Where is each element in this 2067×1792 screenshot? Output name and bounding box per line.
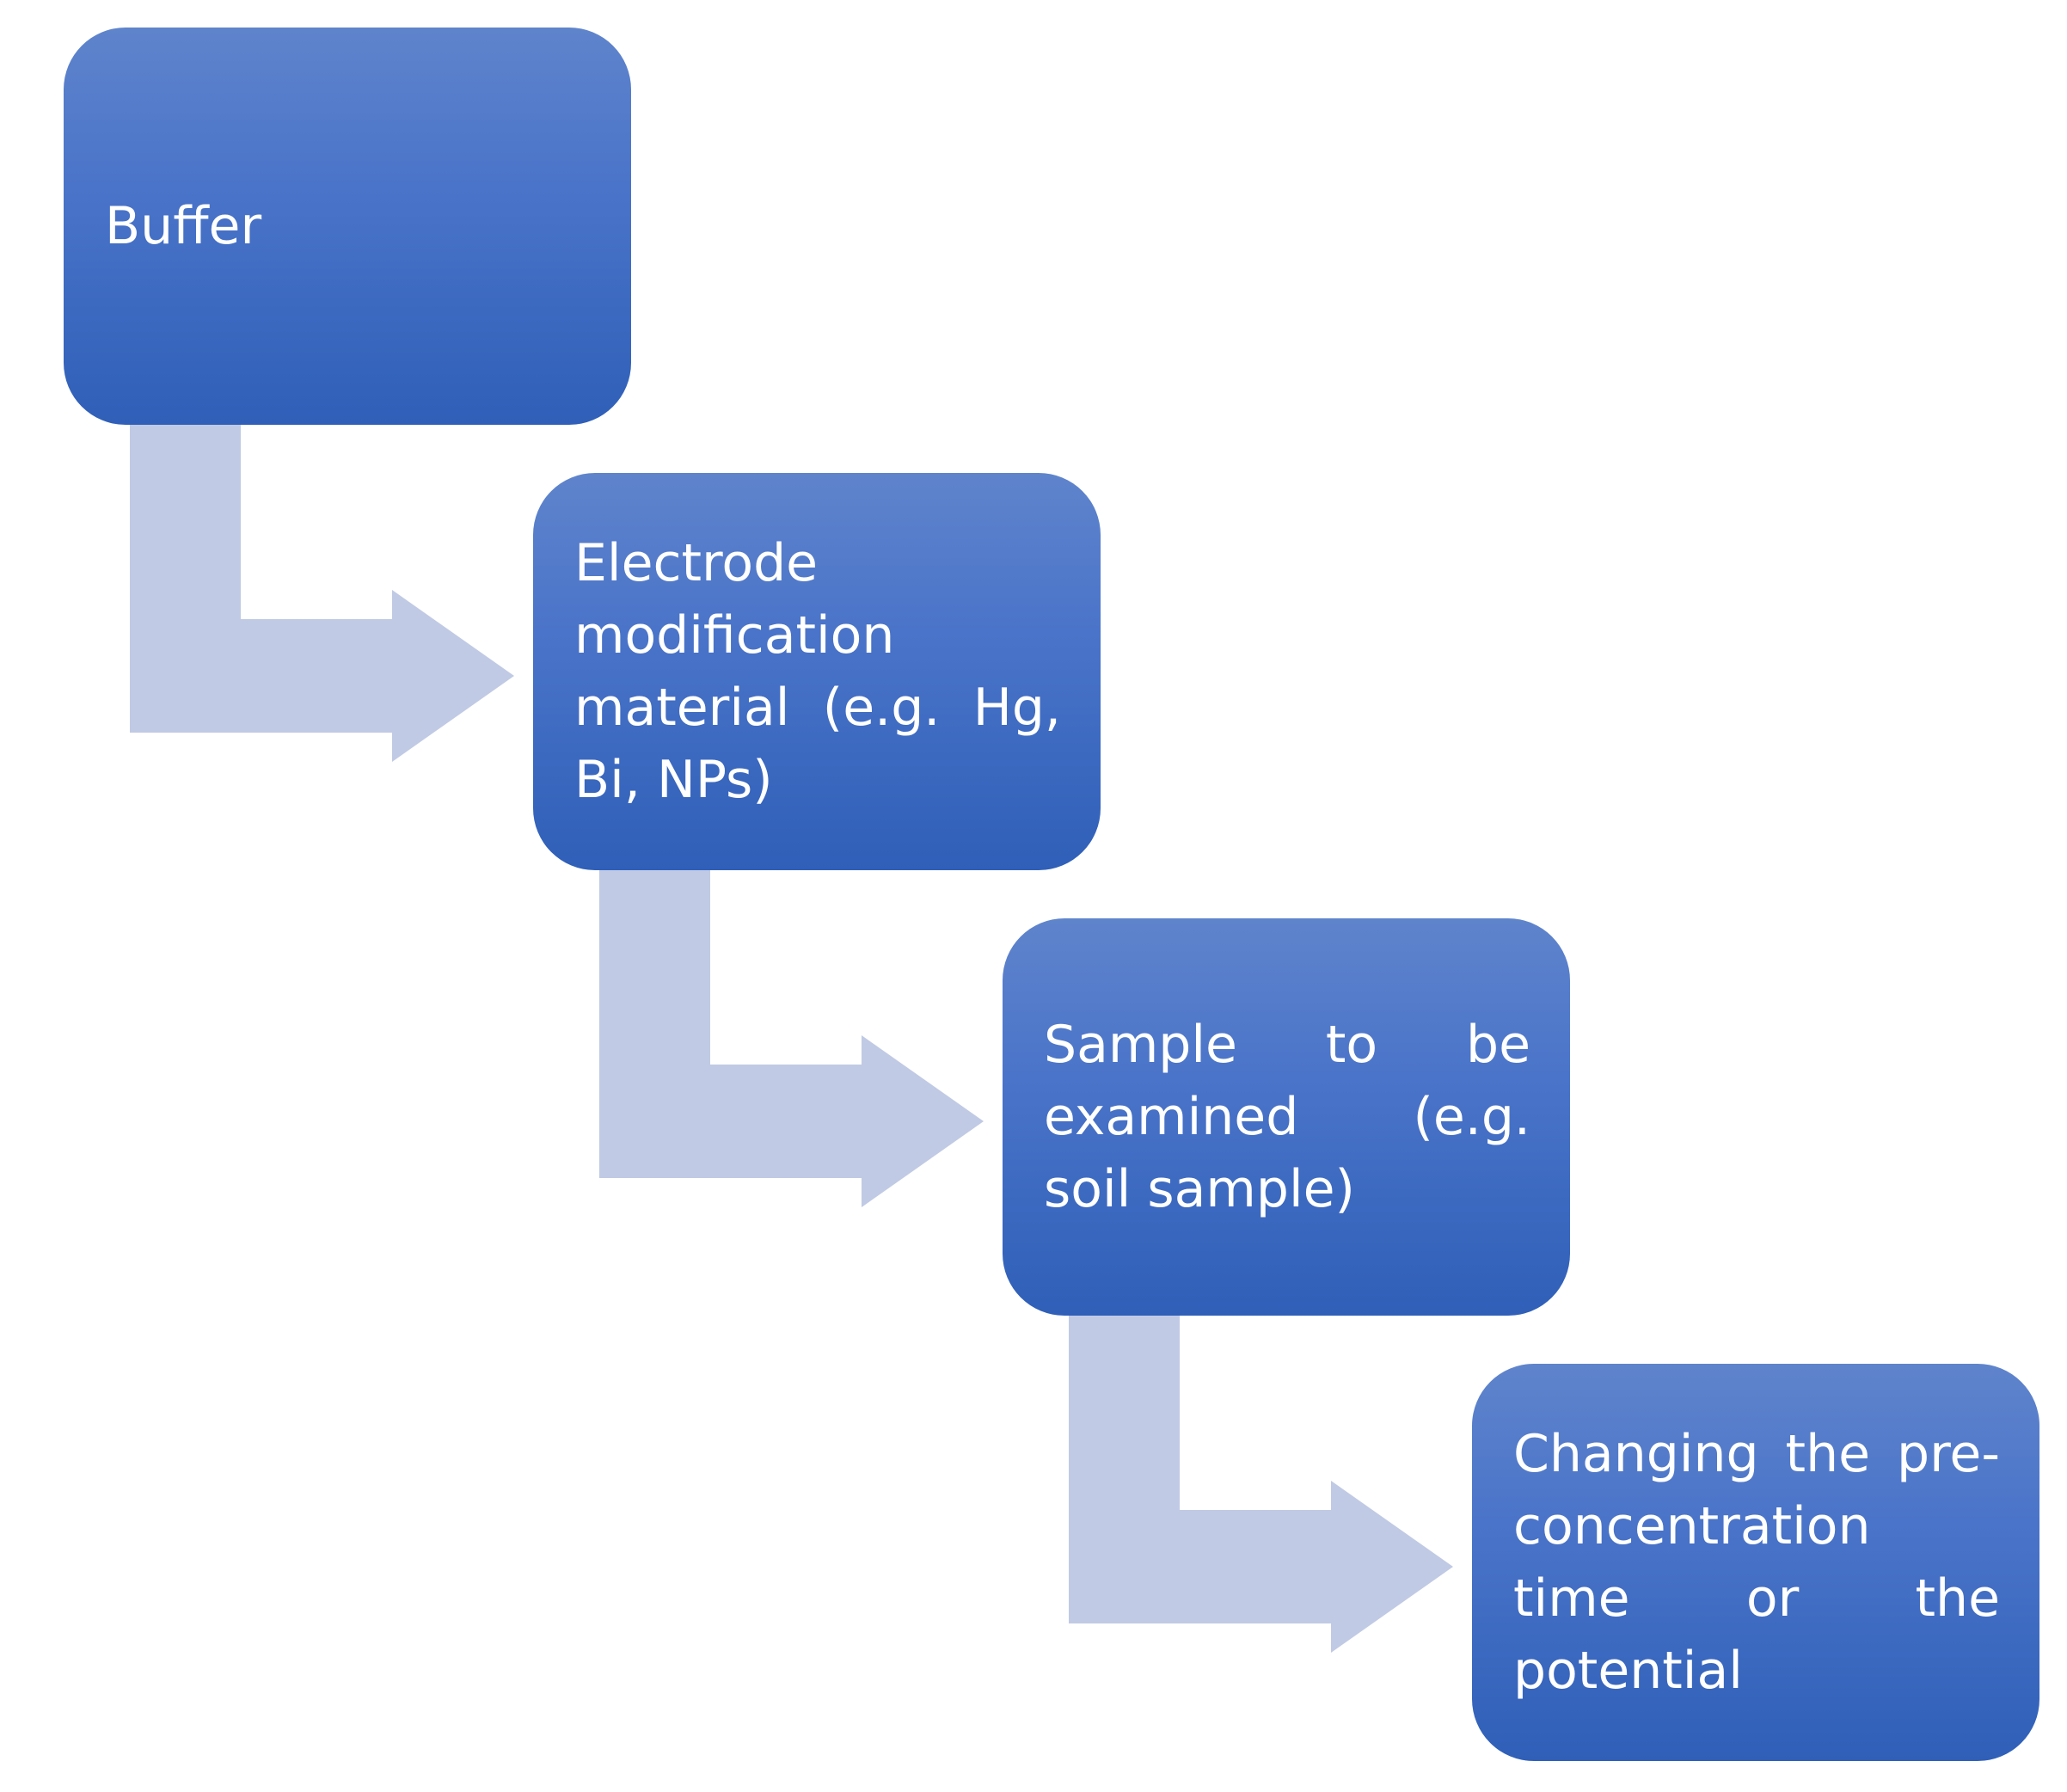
step-buffer-box: Buffer	[64, 28, 631, 425]
step-sample-label: Sample to be examined (e.g. soil sample)	[1044, 1015, 1530, 1219]
step-buffer-label: Buffer	[105, 196, 262, 256]
bent-arrow-1-to-2	[130, 425, 514, 762]
step-electrode-modification-box: Electrode modification material (e.g. Hg…	[533, 473, 1101, 870]
step-preconcentration-label: Changing the pre-concentration time or t…	[1513, 1424, 2000, 1701]
step-sample-box: Sample to be examined (e.g. soil sample)	[1003, 918, 1570, 1316]
bent-arrow-3-to-4	[1069, 1316, 1453, 1653]
bent-arrow-2-to-3	[599, 870, 984, 1207]
step-electrode-modification-label: Electrode modification material (e.g. Hg…	[574, 533, 1061, 810]
step-preconcentration-box: Changing the pre-concentration time or t…	[1472, 1364, 2039, 1761]
